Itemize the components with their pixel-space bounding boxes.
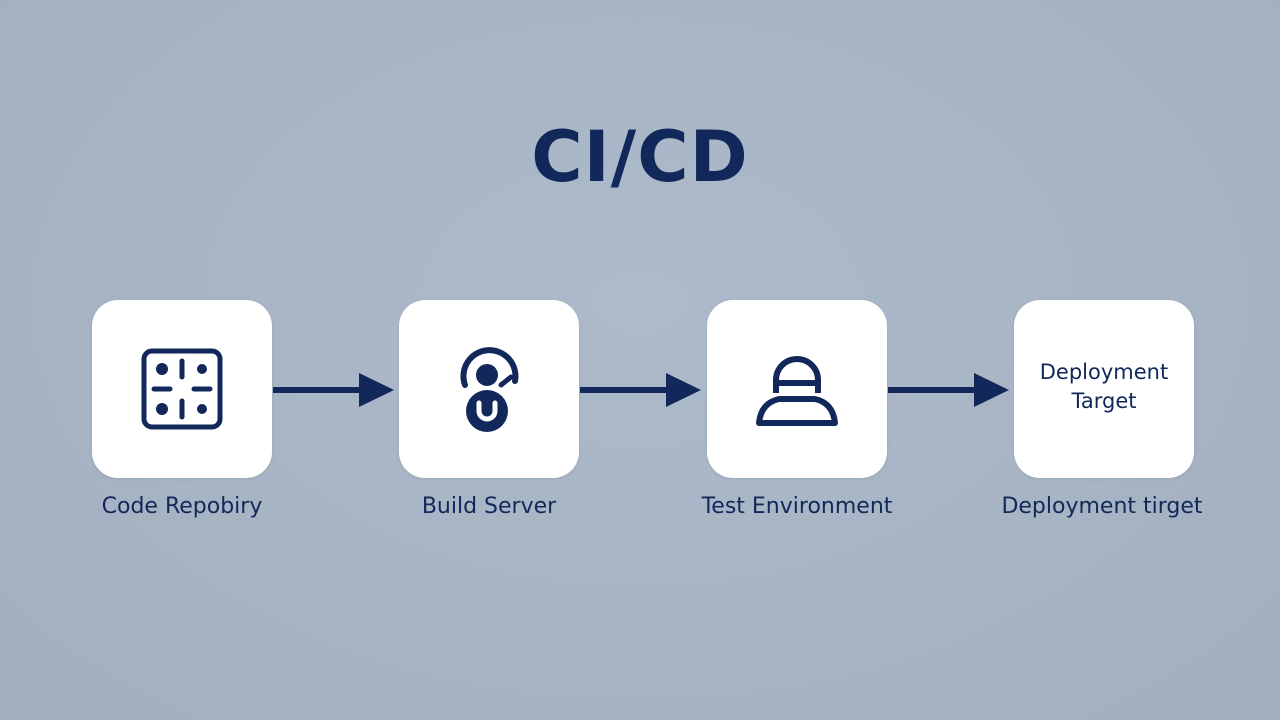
flow-arrow-1 xyxy=(273,372,395,408)
stage-caption-code-repository: Code Repobiry xyxy=(101,494,263,519)
diagram-title: CI/CD xyxy=(531,116,749,198)
helmet-icon xyxy=(747,339,847,439)
stage-box-code-repository xyxy=(92,300,272,478)
stage-caption-deployment-target: Deployment tirget xyxy=(1001,494,1203,519)
stage-box-label-line-2: Target xyxy=(1071,389,1137,413)
stage-caption-build-server: Build Server xyxy=(421,494,557,519)
person-icon xyxy=(439,339,539,439)
stage-box-label: Deployment Target xyxy=(1014,358,1194,416)
flow-arrow-3 xyxy=(888,372,1010,408)
stage-box-build-server xyxy=(399,300,579,478)
stage-box-test-environment xyxy=(707,300,887,478)
grid-icon xyxy=(132,339,232,439)
stage-box-label-line-1: Deployment xyxy=(1039,360,1169,384)
stage-box-deployment-target: Deployment Target xyxy=(1014,300,1194,478)
stage-caption-test-environment: Test Environment xyxy=(701,494,893,519)
flow-arrow-2 xyxy=(580,372,702,408)
